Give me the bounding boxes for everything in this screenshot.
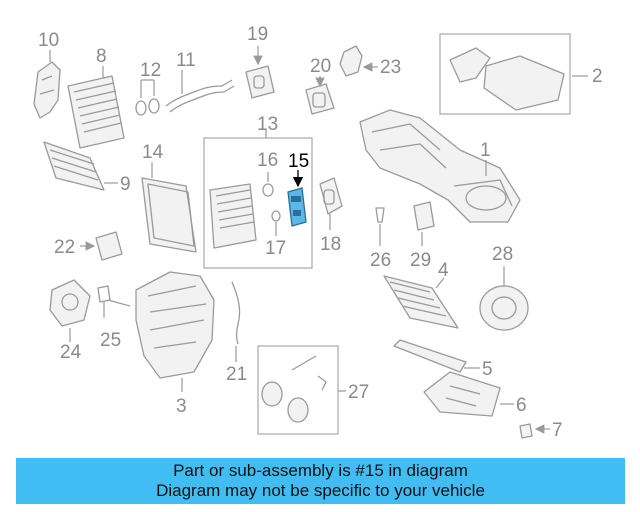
callout-8: 8 (96, 46, 107, 67)
callout-24: 24 (60, 342, 82, 363)
part-21-cable: 21 (226, 281, 247, 385)
callout-15: 15 (288, 151, 309, 172)
part-25-sensor: 25 (97, 285, 131, 351)
callout-9: 9 (120, 174, 131, 195)
callout-11: 11 (176, 50, 196, 71)
callout-1: 1 (480, 140, 491, 161)
group-27-actuators: 27 (257, 345, 369, 435)
callout-12: 12 (140, 60, 161, 81)
callout-13: 13 (257, 114, 278, 135)
part-20-seal: 20 (305, 56, 335, 115)
callout-26: 26 (370, 250, 391, 271)
callout-10: 10 (38, 30, 59, 51)
callout-17: 17 (265, 238, 286, 259)
part-3-housing: 3 (135, 271, 215, 417)
part-24-motor: 24 (49, 279, 91, 363)
callout-5: 5 (482, 359, 493, 380)
group-13-box: 13 16 17 (203, 114, 313, 269)
callout-27: 27 (348, 382, 369, 403)
part-6-panel: 6 (423, 371, 527, 417)
part-2-cover: 2 (439, 33, 603, 115)
callout-6: 6 (516, 395, 527, 416)
callout-21: 21 (226, 364, 247, 385)
part-15-expansion-valve[interactable]: 15 (287, 151, 309, 227)
callout-3: 3 (176, 396, 187, 417)
part-1-hvac-case: 1 (359, 109, 521, 223)
part-19-seal: 19 (245, 24, 275, 99)
part-10-bracket: 10 (33, 30, 61, 119)
part-14-filter: 14 (141, 142, 197, 253)
banner-line-2: Diagram may not be specific to your vehi… (156, 481, 485, 500)
callout-16: 16 (257, 150, 278, 171)
callout-14: 14 (142, 142, 164, 163)
callout-29: 29 (410, 250, 431, 271)
part-5-duct: 5 (393, 339, 493, 380)
callout-23: 23 (380, 57, 401, 78)
part-9-heater-core: 9 (43, 141, 131, 195)
part-26-clip: 26 (370, 207, 391, 271)
part-18-seal: 18 (319, 177, 343, 255)
callout-25: 25 (100, 330, 121, 351)
info-banner: Part or sub-assembly is #15 in diagram D… (16, 458, 625, 504)
callout-7: 7 (552, 420, 563, 441)
part-8-evaporator: 8 (67, 46, 125, 149)
part-4-filter-housing: 4 (383, 260, 459, 329)
part-22-sensor: 22 (54, 231, 123, 261)
callout-2: 2 (592, 66, 603, 87)
parts-diagram: 10 8 12 11 19 23 20 (33, 24, 603, 441)
callout-28: 28 (492, 244, 513, 265)
part-28-blower: 28 (479, 244, 529, 331)
callout-20: 20 (310, 56, 331, 77)
callout-4: 4 (438, 260, 449, 281)
part-23-bracket: 23 (339, 45, 401, 78)
callout-19: 19 (247, 24, 268, 45)
callout-22: 22 (54, 237, 75, 258)
part-29-resistor: 29 (410, 201, 435, 271)
callout-18: 18 (320, 234, 341, 255)
part-12-o-rings: 12 (135, 60, 161, 116)
part-7-screw: 7 (519, 420, 563, 441)
banner-line-1: Part or sub-assembly is #15 in diagram (173, 461, 468, 480)
part-11-pipe: 11 (165, 50, 235, 113)
